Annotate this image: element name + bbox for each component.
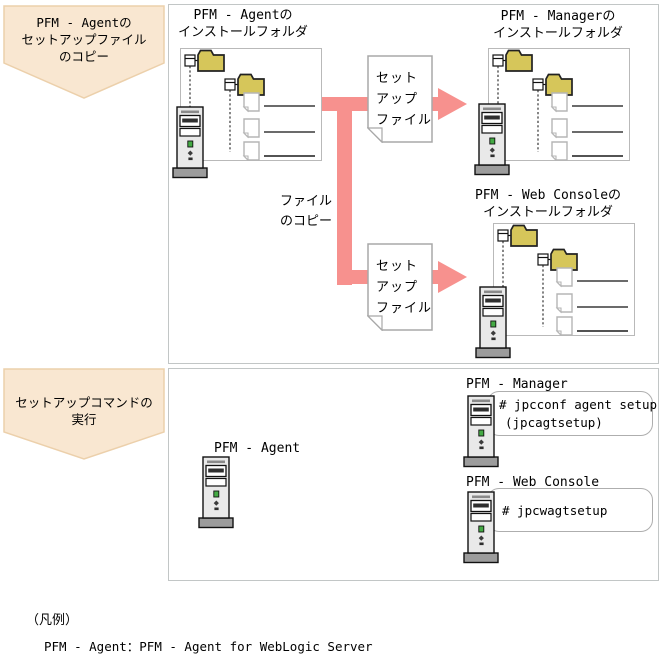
web-console-label: PFM - Web Console [466,475,600,490]
callout-copy-line3: のコピー [58,49,109,64]
file-copy-label-line2: のコピー [279,214,332,229]
agent-install-folder-title: PFM - Agentの インストールフォルダ [168,7,318,41]
callout-exec-line1: セットアップコマンドの [15,395,153,410]
web-console-install-folder-title-line2: インストールフォルダ [483,205,613,220]
legend-heading: （凡例） [26,613,79,628]
web-console-command: # jpcwagtsetup [502,503,608,518]
web-console-install-folder-title-line1: PFM - Web Consoleの [474,188,622,203]
setup-file-doc-top-text: セット アップ ファイル [376,68,432,131]
web-console-folder-tree [493,223,635,336]
file-copy-label: ファイル のコピー [242,192,332,232]
web-console-server-icon [475,286,511,359]
agent-install-folder-title-line1: PFM - Agentの [193,8,293,23]
callout-run-setup-command: セットアップコマンドの 実行 [3,394,165,428]
chevron-down-callout-shape [3,368,165,460]
doc-bottom-line3: ファイル [376,301,433,316]
manager-install-folder-title: PFM - Managerの インストールフォルダ [480,8,636,42]
command-bubble-web-console: # jpcwagtsetup [487,488,653,532]
setup-file-doc-bottom-text: セット アップ ファイル [376,256,432,319]
callout-copy-line2: セットアップファイル [21,32,147,47]
command-bubble-manager: # jpcconf agent setup (jpcagtsetup) [487,391,658,436]
manager-command-line1: # jpcconf agent setup [499,397,658,412]
agent-install-folder-title-line2: インストールフォルダ [178,25,308,40]
manager-install-folder-title-line2: インストールフォルダ [493,26,623,41]
callout-copy-line1: PFM - Agentの [36,15,132,30]
doc-bottom-line1: セット [376,259,419,274]
legend-entry: PFM - Agent：PFM - Agent for WebLogic Ser… [44,639,373,654]
callout-exec-line2: 実行 [71,412,97,427]
manager-server-icon [463,395,499,468]
doc-bottom-line2: アップ [376,280,419,295]
doc-top-line1: セット [376,71,419,86]
chevron-down-callout-shape [3,5,165,99]
web-console-server-icon [463,491,499,564]
manager-install-folder-title-line1: PFM - Managerの [500,9,616,24]
manager-command-line2: (jpcagtsetup) [505,415,603,430]
callout-copy-setup-file: PFM - Agentの セットアップファイル のコピー [3,14,165,65]
file-copy-label-line1: ファイル [279,194,332,209]
web-console-install-folder-title: PFM - Web Consoleの インストールフォルダ [468,187,628,221]
agent-server-icon [172,106,208,179]
agent-server-icon [198,456,234,529]
doc-top-line3: ファイル [376,113,433,128]
manager-label: PFM - Manager [466,377,568,392]
doc-top-line2: アップ [376,92,419,107]
agent-label: PFM - Agent [214,441,301,456]
manager-server-icon [474,103,510,176]
